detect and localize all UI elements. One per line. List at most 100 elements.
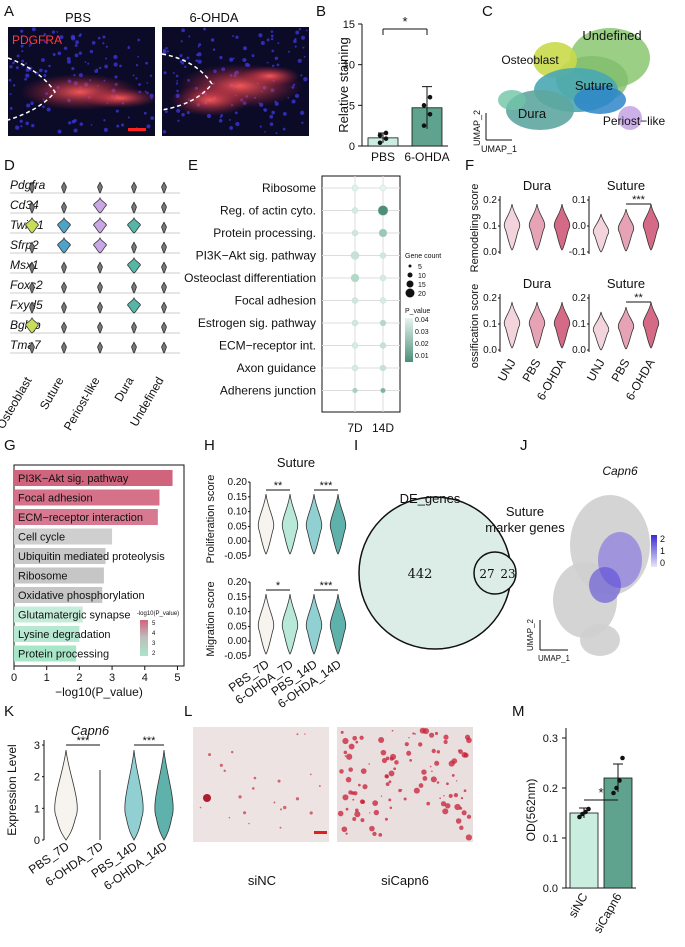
h-tick-label: 0.15	[228, 492, 248, 503]
data-point	[377, 140, 383, 146]
f-tick-label: 0.2	[572, 293, 586, 304]
stain-spot	[431, 748, 436, 754]
significance-m: *	[584, 785, 618, 801]
nucleus	[212, 48, 216, 51]
nucleus	[121, 123, 125, 127]
stain-spot	[434, 760, 440, 766]
violin-pdgfra	[61, 181, 67, 194]
e-dot	[351, 297, 359, 304]
data-point	[427, 94, 433, 100]
panel-label-d: D	[4, 157, 15, 174]
e-dot	[379, 297, 387, 304]
m-data-point	[583, 809, 588, 815]
panel-c: Osteoblast Undefined Suture Dura Periost…	[472, 28, 666, 154]
violin-twist1	[93, 216, 107, 234]
nucleus	[57, 129, 62, 134]
nucleus	[137, 38, 141, 42]
nucleus	[135, 64, 139, 67]
nucleus	[149, 74, 153, 77]
stain-spot	[279, 826, 282, 829]
m-data-point	[586, 806, 591, 812]
nucleus	[145, 61, 149, 65]
nucleus	[270, 37, 274, 41]
stain-spot	[388, 798, 392, 802]
f-sig-star: ***	[632, 194, 646, 206]
nucleus	[277, 42, 280, 45]
cluster-suture: Suture	[575, 78, 613, 93]
nucleus	[266, 38, 270, 42]
nucleus	[259, 125, 262, 128]
panel-label-a: A	[4, 3, 14, 20]
d-category-label: Dura	[111, 374, 136, 404]
stain-spot	[378, 736, 385, 744]
b-category-label: PBS	[371, 150, 395, 164]
violin-sfrp2	[29, 241, 35, 254]
stain-spot	[388, 780, 392, 784]
stain-spot	[219, 763, 223, 767]
e-color-legend: P_value 0.040.030.020.01	[405, 308, 430, 362]
nucleus	[15, 66, 19, 70]
label-6ohda: 6-OHDA	[189, 10, 238, 25]
nucleus	[181, 28, 185, 33]
stain-spot	[413, 787, 420, 794]
d-category-label: Suture	[37, 374, 67, 412]
gene-label-fxyd5: Fxyd5	[10, 298, 43, 312]
b-tick-label: 15	[343, 19, 355, 31]
micrograph-pbs: PDGFRA	[7, 27, 158, 136]
e-term-label: Ribosome	[262, 181, 316, 195]
stain-spot	[389, 757, 394, 761]
stain-spot	[310, 773, 312, 776]
stain-spot	[431, 770, 433, 773]
nucleus	[21, 59, 25, 63]
k-tick-label: 1	[34, 803, 40, 815]
nucleus	[302, 46, 305, 49]
h-sig-star: ***	[320, 480, 334, 492]
h-tick-label: 0.00	[228, 536, 248, 547]
stain-spot	[430, 776, 437, 783]
stain-spot	[359, 735, 364, 740]
nucleus	[143, 111, 147, 115]
nucleus	[43, 40, 47, 44]
stain-spot	[279, 808, 283, 811]
violin-tma7	[97, 341, 103, 354]
violin-sfrp2	[57, 236, 71, 254]
m-data-point	[617, 778, 622, 783]
stain-spot	[406, 750, 412, 756]
stain-spot	[393, 767, 397, 771]
violin-foxc2	[97, 281, 103, 294]
stain-spot	[318, 785, 321, 788]
violin-cd34	[131, 201, 137, 214]
g-bar	[14, 587, 103, 603]
h-tick-label: 0.05	[228, 621, 248, 632]
stain-spot	[228, 816, 231, 819]
m-tick-label: 0.1	[543, 833, 558, 845]
e-size-key	[408, 264, 412, 268]
f-violin	[503, 203, 521, 251]
g-bar-label: ECM−receptor interaction	[18, 512, 143, 524]
f-violin	[592, 311, 610, 351]
sig-star-b: *	[402, 14, 407, 29]
m-data-point	[611, 790, 616, 796]
e-dot	[350, 251, 360, 260]
stain-spot	[248, 822, 250, 825]
f-tick-label: 0.1	[483, 319, 497, 330]
nucleus	[197, 59, 202, 64]
k-title: Capn6	[71, 723, 110, 738]
nucleus	[298, 27, 302, 31]
nucleus	[274, 56, 279, 61]
nucleus	[297, 58, 302, 63]
nucleus	[31, 123, 35, 128]
umap2-label-j: UMAP_2	[526, 618, 535, 651]
nucleus	[301, 121, 304, 124]
f-category-label: UNJ	[495, 357, 519, 384]
h-violin	[257, 593, 275, 655]
nucleus	[229, 57, 234, 62]
nucleus	[48, 64, 51, 68]
m-data-point	[577, 814, 582, 820]
scale-bar-l	[314, 831, 327, 834]
j-gene: Capn6	[602, 464, 638, 478]
f-violin	[642, 301, 660, 349]
